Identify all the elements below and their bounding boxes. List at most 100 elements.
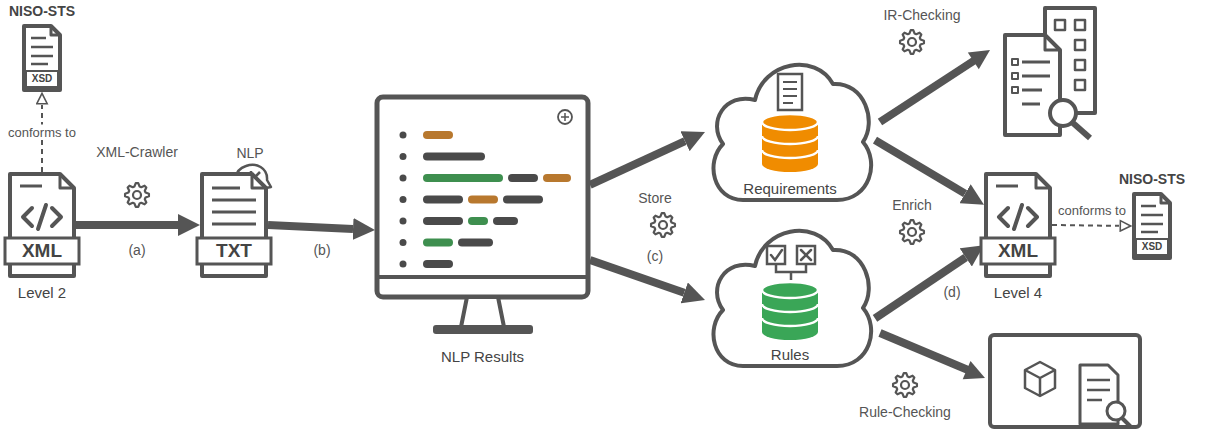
shape-outline xyxy=(1141,206,1163,232)
flow-arrow xyxy=(590,141,685,185)
node-label: XML xyxy=(981,238,1055,264)
building-icon xyxy=(1075,80,1085,90)
shape-outline xyxy=(400,261,407,268)
gear-icon xyxy=(901,381,909,389)
building-icon xyxy=(1050,100,1076,126)
shape-outline xyxy=(458,239,493,247)
shape-outline xyxy=(762,114,818,130)
flow-arrow xyxy=(590,260,684,293)
shape-outline xyxy=(996,185,1018,188)
node-sublabel: Level 2 xyxy=(18,284,66,301)
checking-monitor-icon xyxy=(1025,362,1055,396)
shape-outline xyxy=(461,297,504,327)
shape-outline xyxy=(377,97,588,297)
shape-outline xyxy=(400,153,407,160)
checking-monitor-icon xyxy=(1025,370,1055,396)
node-label: TXT xyxy=(197,238,271,264)
shape-outline xyxy=(713,65,871,200)
building-icon xyxy=(1075,60,1085,70)
gear-icon xyxy=(900,220,924,244)
shape-outline xyxy=(400,196,407,203)
step-name: Rule-Checking xyxy=(859,404,951,420)
node-label: NISO-STS xyxy=(9,3,75,19)
checking-monitor-icon xyxy=(990,335,1140,427)
shape-outline xyxy=(503,196,543,204)
shape-outline xyxy=(508,174,538,182)
shape-outline xyxy=(423,153,485,161)
step-name: Store xyxy=(638,190,671,206)
building-icon xyxy=(1075,40,1085,50)
shape-outline xyxy=(1036,174,1050,188)
step-letter: (c) xyxy=(647,248,663,264)
shape-outline xyxy=(252,174,266,188)
gear-icon xyxy=(125,30,924,397)
building-icon xyxy=(1045,35,1060,50)
schema-document: NISO-STSXSD xyxy=(22,24,62,92)
shape-outline xyxy=(400,132,407,139)
shape-outline xyxy=(999,205,1037,229)
shape-outline xyxy=(423,174,503,182)
shape-outline xyxy=(1161,194,1170,203)
gear-icon xyxy=(908,38,916,46)
node-label: NISO-STS xyxy=(1119,171,1185,187)
gear-icon xyxy=(133,191,141,199)
shape-outline xyxy=(776,264,806,280)
flow-arrow xyxy=(76,221,178,229)
shape-outline xyxy=(423,239,453,247)
checking-monitor-icon xyxy=(1122,418,1131,427)
step-name: IR-Checking xyxy=(883,7,960,23)
shape-outline xyxy=(60,174,74,188)
shape-outline xyxy=(197,238,271,264)
checking-monitor-icon xyxy=(1087,380,1110,400)
shape-outline xyxy=(771,250,811,260)
flow-arrow xyxy=(875,140,965,193)
ir-checking-arrow xyxy=(880,60,975,122)
xml-document: XMLLevel 4 xyxy=(984,172,1052,278)
step-name: NLP xyxy=(236,145,263,161)
shape-outline xyxy=(468,217,488,225)
shape-outline xyxy=(558,110,572,124)
node-sublabel: Level 4 xyxy=(994,284,1042,301)
building-icon xyxy=(1075,20,1085,30)
building-icon xyxy=(1073,123,1090,138)
building-icon xyxy=(1012,59,1018,65)
shape-outline xyxy=(375,95,590,365)
node-label: Rules xyxy=(771,346,809,363)
shape-outline xyxy=(762,282,818,298)
shape-outline xyxy=(31,38,53,64)
shape-outline xyxy=(400,218,407,225)
shape-outline xyxy=(762,304,818,312)
nlp-results-monitor: NLP Results xyxy=(375,95,590,365)
shape-outline xyxy=(8,172,76,278)
shape-outline xyxy=(543,174,571,182)
shape-outline xyxy=(561,113,569,121)
rule-checking-arrow xyxy=(880,333,968,370)
shape-outline xyxy=(212,188,256,224)
shape-outline xyxy=(379,275,586,279)
shape-outline xyxy=(713,231,871,366)
shape-outline xyxy=(762,150,818,158)
edge-label: conforms to xyxy=(1056,202,1128,217)
rule-checking-arrow xyxy=(880,333,985,379)
rule-checking-arrow xyxy=(963,361,985,379)
gear-icon xyxy=(908,228,916,236)
shape-outline xyxy=(423,217,463,225)
step-letter: (b) xyxy=(313,242,330,258)
shape-outline xyxy=(433,325,533,334)
shape-outline xyxy=(762,318,818,326)
flow-arrow xyxy=(268,225,353,229)
checking-monitor-icon xyxy=(1107,402,1125,420)
gear-icon xyxy=(900,30,924,54)
shape-outline xyxy=(762,136,818,144)
shape-outline xyxy=(423,131,453,139)
ir-checking-arrow xyxy=(880,50,990,122)
node-sublabel: XSD xyxy=(22,71,62,87)
gear-icon xyxy=(893,373,917,397)
building-icon xyxy=(1012,73,1018,79)
gear-icon xyxy=(125,183,149,207)
shape-outline xyxy=(981,238,1055,264)
shape-outline xyxy=(783,82,797,103)
node-label: Requirements xyxy=(743,180,836,197)
schema-document: NISO-STSXSD xyxy=(1132,192,1172,260)
shape-outline xyxy=(400,239,407,246)
